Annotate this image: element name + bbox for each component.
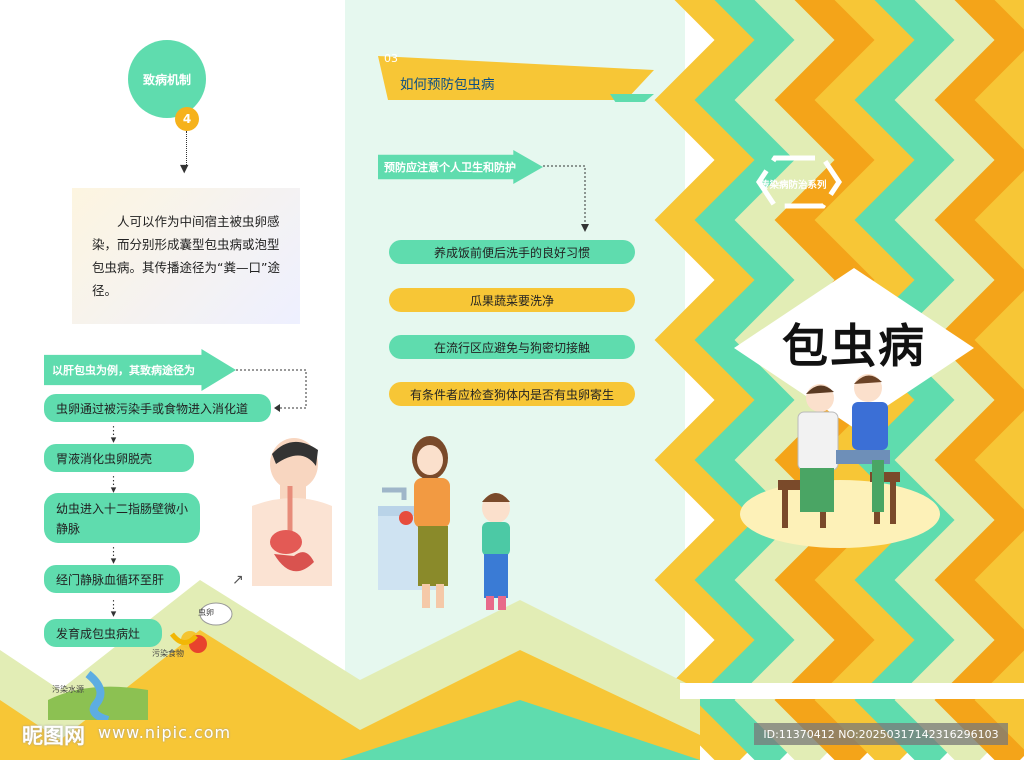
bottom-white-strip [680,683,1024,699]
route-step-2: 胃液消化虫卵脱壳 [44,444,194,472]
route-step-5: 发育成包虫病灶 [44,619,162,647]
svg-text:↗: ↗ [232,572,244,586]
contaminated-food-illustration [170,602,233,653]
mechanism-description-box: 人可以作为中间宿主被虫卵感染，而分别形成囊型包虫病或泡型包虫病。其传播途径为“粪… [72,188,300,324]
chevron-down-icon: ▼ [180,162,189,175]
connector-line [186,131,187,167]
doctor-patient-illustration [740,374,940,548]
main-title: 包虫病 [782,319,926,373]
prevention-rule-1: 养成饭前便后洗手的良好习惯 [389,240,635,264]
prevention-heading-arrow: 预防应注意个人卫生和防护 [378,150,543,184]
prevention-heading-text: 预防应注意个人卫生和防护 [384,161,516,174]
zigzag-stripe [894,0,1006,760]
route-heading-arrow: 以肝包虫为例，其致病途径为 [44,349,236,391]
section-number-badge: 4 [175,107,199,131]
contaminated-food-label: 污染食物 [152,649,184,658]
route-heading-text: 以肝包虫为例，其致病途径为 [52,364,195,377]
chevron-down-icon: ⋮▾ [108,598,119,620]
section-title: 如何预防包虫病 [400,77,495,93]
zigzag-stripe [694,0,806,760]
route-connector [236,369,307,412]
watermark-site-name: 昵图网 [22,724,85,748]
prevention-rule-2: 瓜果蔬菜要洗净 [389,288,635,312]
zigzag-stripe [934,0,1024,760]
mechanism-description: 人可以作为中间宿主被虫卵感染，而分别形成囊型包虫病或泡型包虫病。其传播途径为“粪… [92,214,280,298]
prevention-rule-3: 在流行区应避免与狗密切接触 [389,335,635,359]
prevention-connector [543,165,589,232]
series-logo-icon [755,155,843,209]
egg-label: 虫卵 [198,608,214,617]
series-label: 传染病防治系列 [760,180,827,191]
contaminated-water-label: 污染水源 [52,685,84,694]
chevron-down-icon: ⋮▾ [108,424,119,446]
section-number: 03 [384,52,398,65]
zigzag-stripe [974,0,1024,750]
image-id-bar: ID:11370412 NO:20250317142316296103 [754,723,1008,745]
chevron-down-icon: ⋮▾ [108,545,119,567]
route-step-1: 虫卵通过被污染手或食物进入消化道 [44,394,271,422]
zigzag-stripe [654,0,766,760]
mechanism-circle-title: 致病机制 [128,40,206,118]
route-step-4: 经门静脉血循环至肝 [44,565,180,593]
bottom-band-mint [340,700,700,760]
image-id-text: ID:11370412 NO:20250317142316296103 [763,727,999,741]
watermark-site-url: www.nipic.com [98,723,232,742]
anatomy-illustration: ↗ [232,438,332,586]
route-step-3: 幼虫进入十二指肠壁微小静脉 [44,493,200,543]
section-tag-banner [378,56,654,102]
chevron-down-icon: ⋮▾ [108,474,119,496]
contaminated-water-illustration [48,670,148,720]
prevention-rule-4: 有条件者应检查狗体内是否有虫卵寄生 [389,382,635,406]
handwashing-illustration [378,436,510,610]
title-diamond [734,268,974,428]
